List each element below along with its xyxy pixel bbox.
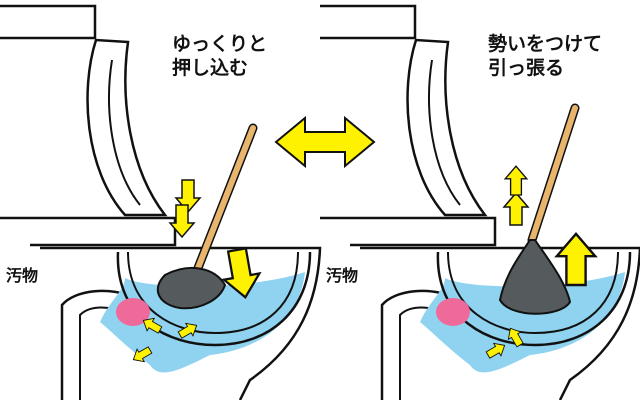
left-caption-line1: ゆっくりと [172,33,268,55]
left-plunger [156,123,258,310]
right-caption: 勢いをつけて 引っ張る [488,32,602,80]
right-plunger [498,103,580,315]
double-arrow-icon [274,115,376,169]
left-toilet [0,4,322,400]
left-caption: ゆっくりと 押し込む [172,32,267,80]
left-waste-label: 汚物 [6,266,39,285]
right-waste-label: 汚物 [326,266,359,285]
right-caption-line1: 勢いをつけて [488,33,603,55]
right-caption-line2: 引っ張る [488,57,565,79]
left-caption-line2: 押し込む [172,57,249,79]
